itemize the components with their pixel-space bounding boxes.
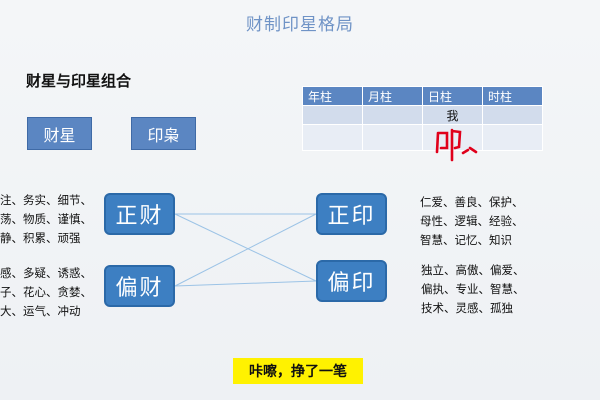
- pianyin-box: 偏印: [316, 260, 387, 302]
- line-piancai-pianyin: [174, 280, 317, 287]
- trait-line: 静、积累、顽强: [0, 231, 81, 245]
- zhengyin-traits: 仁爱、善良、保护、 母性、逻辑、经验、 智慧、记忆、知识: [420, 193, 524, 250]
- trait-line: 注、务实、细节、: [0, 193, 92, 207]
- line-piancai-zhengyin: [174, 213, 317, 287]
- table-cell: [482, 124, 543, 151]
- trait-line: 技术、灵感、孤独: [421, 301, 513, 315]
- trait-line: 独立、高傲、偏爱、: [421, 263, 525, 277]
- table-cell: [362, 124, 423, 151]
- trait-line: 大、运气、冲动: [0, 304, 81, 318]
- zhengyin-box: 正印: [316, 193, 387, 235]
- section-subtitle: 财星与印星组合: [26, 72, 132, 90]
- yinxiao-label-box: 印枭: [131, 117, 196, 150]
- piancai-box: 偏财: [104, 265, 175, 307]
- trait-line: 荡、物质、谨慎、: [0, 212, 92, 226]
- trait-line: 智慧、记忆、知识: [420, 233, 512, 247]
- caixing-label-box: 财星: [27, 117, 92, 150]
- trait-line: 母性、逻辑、经验、: [420, 214, 524, 228]
- piancai-traits: 感、多疑、诱惑、 子、花心、贪婪、 大、运气、冲动: [0, 264, 92, 321]
- pianyin-traits: 独立、高傲、偏爱、 偏执、专业、智慧、 技术、灵感、孤独: [421, 261, 525, 318]
- zhengcai-traits: 注、务实、细节、 荡、物质、谨慎、 静、积累、顽强: [0, 191, 92, 248]
- table-cell: [482, 105, 543, 125]
- line-zhengcai-pianyin: [174, 213, 317, 282]
- pillars-table: 年柱 月柱 日柱 时柱 我: [302, 86, 543, 151]
- zhengcai-box: 正财: [104, 193, 175, 235]
- table-cell-day: 我: [422, 105, 483, 125]
- trait-line: 子、花心、贪婪、: [0, 285, 92, 299]
- trait-line: 感、多疑、诱惑、: [0, 266, 92, 280]
- trait-line: 偏执、专业、智慧、: [421, 282, 525, 296]
- table-header-cell: 月柱: [362, 86, 423, 106]
- caption-banner: 咔嚓，挣了一笔: [233, 358, 363, 384]
- table-header-cell: 时柱: [482, 86, 543, 106]
- table-row: 我: [302, 105, 543, 125]
- handwritten-mark: [435, 128, 478, 162]
- page-title: 财制印星格局: [246, 15, 354, 35]
- table-cell: [302, 124, 363, 151]
- trait-line: 仁爱、善良、保护、: [420, 195, 524, 209]
